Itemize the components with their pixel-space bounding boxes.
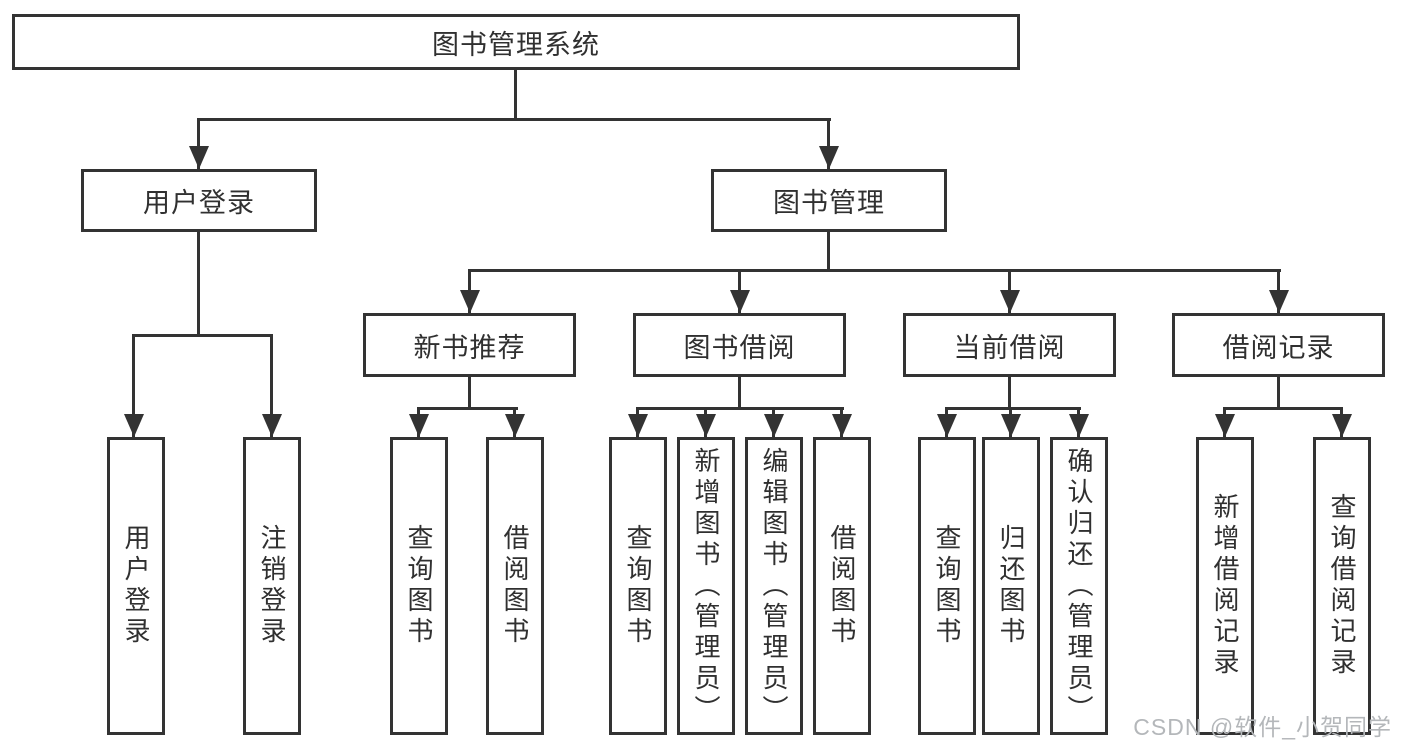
csdn-watermark: CSDN @软件_小贺同学: [1133, 714, 1392, 740]
arrowhead-down-icon: [1332, 414, 1352, 437]
node-book-management: 图书管理: [711, 169, 947, 232]
arrowhead-down-icon: [819, 146, 839, 169]
connector-drop-book-management: [827, 118, 830, 169]
node-book-borrow: 图书借阅: [633, 313, 846, 377]
node-new-book-recommend: 新书推荐: [363, 313, 576, 377]
connector-bookborrow-hline: [636, 407, 844, 410]
connector-userlogin-stub: [197, 231, 200, 336]
connector-records-stub: [1277, 377, 1280, 409]
leaf-records-query: 查询借阅记录: [1313, 437, 1371, 735]
connector-root-stub: [514, 69, 517, 120]
leaf-newbook-query-label: 查询图书: [404, 524, 434, 648]
arrowhead-down-icon: [262, 414, 282, 437]
leaf-logout-label: 注销登录: [257, 524, 287, 648]
connector-drop-leaf-login: [132, 334, 135, 437]
leaf-borrow-add-label: 新增图书（管理员）: [691, 446, 721, 726]
arrowhead-down-icon: [124, 414, 144, 437]
connector-drop-leaf-logout: [270, 334, 273, 437]
arrowhead-down-icon: [505, 414, 525, 437]
node-user-login: 用户登录: [81, 169, 317, 232]
connector-root-hline: [197, 118, 831, 121]
arrowhead-down-icon: [1000, 290, 1020, 313]
arrowhead-down-icon: [764, 414, 784, 437]
arrowhead-down-icon: [460, 290, 480, 313]
leaf-records-add: 新增借阅记录: [1196, 437, 1254, 735]
leaf-borrow-borrow: 借阅图书: [813, 437, 871, 735]
arrowhead-down-icon: [832, 414, 852, 437]
node-borrow-records: 借阅记录: [1172, 313, 1385, 377]
arrowhead-down-icon: [696, 414, 716, 437]
leaf-borrow-edit: 编辑图书（管理员）: [745, 437, 803, 735]
arrowhead-down-icon: [937, 414, 957, 437]
arrowhead-down-icon: [730, 290, 750, 313]
arrowhead-down-icon: [1269, 290, 1289, 313]
leaf-borrow-edit-label: 编辑图书（管理员）: [759, 446, 789, 726]
node-current-borrow: 当前借阅: [903, 313, 1116, 377]
leaf-newbook-query: 查询图书: [390, 437, 448, 735]
leaf-logout: 注销登录: [243, 437, 301, 735]
arrowhead-down-icon: [1001, 414, 1021, 437]
leaf-newbook-borrow: 借阅图书: [486, 437, 544, 735]
arrowhead-down-icon: [409, 414, 429, 437]
connector-drop-user-login: [197, 118, 200, 169]
leaf-borrow-query-label: 查询图书: [623, 524, 653, 648]
leaf-current-query: 查询图书: [918, 437, 976, 735]
arrowhead-down-icon: [628, 414, 648, 437]
connector-records-hline: [1223, 407, 1343, 410]
connector-newbook-hline: [417, 407, 518, 410]
leaf-borrow-add: 新增图书（管理员）: [677, 437, 735, 735]
arrowhead-down-icon: [189, 146, 209, 169]
connector-bookmgmt-hline: [468, 269, 1281, 272]
connector-currentborrow-stub: [1008, 377, 1011, 409]
leaf-current-query-label: 查询图书: [932, 524, 962, 648]
node-root: 图书管理系统: [12, 14, 1020, 70]
connector-currentborrow-hline: [945, 407, 1081, 410]
leaf-borrow-query: 查询图书: [609, 437, 667, 735]
arrowhead-down-icon: [1069, 414, 1089, 437]
connector-userlogin-hline: [132, 334, 273, 337]
leaf-records-add-label: 新增借阅记录: [1210, 493, 1240, 679]
leaf-current-confirm-label: 确认归还（管理员）: [1064, 446, 1094, 726]
leaf-current-return: 归还图书: [982, 437, 1040, 735]
leaf-newbook-borrow-label: 借阅图书: [500, 524, 530, 648]
leaf-current-return-label: 归还图书: [996, 524, 1026, 648]
arrowhead-down-icon: [1215, 414, 1235, 437]
leaf-records-query-label: 查询借阅记录: [1327, 493, 1357, 679]
connector-bookmgmt-stub: [827, 231, 830, 271]
leaf-borrow-borrow-label: 借阅图书: [827, 524, 857, 648]
leaf-user-login: 用户登录: [107, 437, 165, 735]
connector-newbook-stub: [468, 377, 471, 409]
leaf-user-login-label: 用户登录: [121, 524, 151, 648]
connector-bookborrow-stub: [738, 377, 741, 409]
leaf-current-confirm: 确认归还（管理员）: [1050, 437, 1108, 735]
